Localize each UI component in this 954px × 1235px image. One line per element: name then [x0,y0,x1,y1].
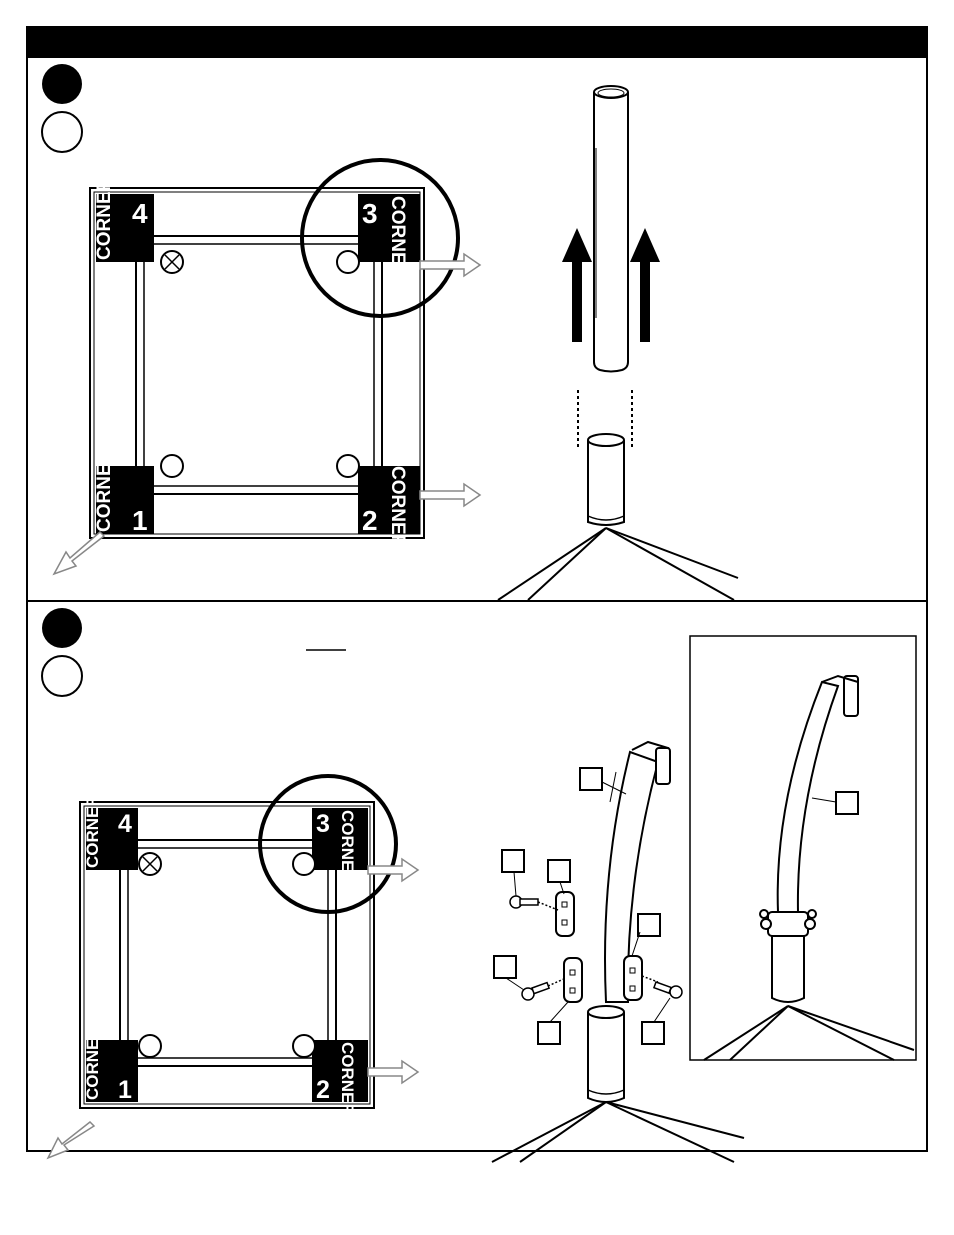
outline-arrow-icon [367,1059,420,1085]
hole-corner-2 [292,1034,316,1058]
corner-2-label: 2 CORNER [358,466,420,549]
base-plate-bevel [83,805,371,1105]
step-1-illustration: CORNER 4 3 CORNER CORNER 1 2 CORNER [41,64,739,601]
outline-arrow-icon [52,530,106,576]
corner-2-word: CORNER [387,466,408,549]
base-plate-bevel [93,191,421,535]
corner-3-number: 3 [316,810,330,838]
lift-arrow-icon [562,228,592,342]
curved-arm [604,740,671,1003]
corner-3-label: 3 CORNER [312,808,368,884]
corner-1-label: CORNER 1 [94,449,154,536]
step-bullet-open-icon [41,111,83,153]
corner-3-word: CORNER [387,196,408,279]
base-legs [491,1101,745,1163]
callout-boxes [493,767,665,1045]
hole-corner-3 [292,852,316,876]
outline-arrow-icon [419,252,482,278]
corner-3-number: 3 [362,198,378,229]
hole-corner-3 [336,250,360,274]
corner-4-number: 4 [132,198,148,229]
callout-box [579,767,603,791]
bolt-icon [521,977,567,1001]
bolt-icon [641,975,683,999]
leader-line [811,797,837,803]
upper-pole [593,85,629,373]
hole-corner-4-crossed [138,852,162,876]
callout-box [835,791,859,815]
outline-arrow-icon [367,857,420,883]
outline-arrow-icon [419,482,482,508]
step-bullet-filled-icon [42,608,82,648]
hole-corner-2 [336,454,360,478]
corner-2-number: 2 [316,1076,330,1104]
callout-box [493,955,517,979]
step-bullet-filled-icon [42,64,82,104]
corner-4-label: CORNER 4 [83,794,138,870]
callout-box [637,913,661,937]
instruction-frame: CORNER 4 3 CORNER CORNER 1 2 CORNER [26,26,928,1163]
corner-1-number: 1 [118,1076,132,1104]
bracket-icon [623,955,643,1001]
corner-1-word: CORNER [94,449,115,532]
assembled-inset-frame [689,635,917,1061]
step-2-panel: CORNER 4 3 CORNER CORNER 1 2 CORNER [28,602,926,1163]
callout-box [547,859,571,883]
corner-3-word: CORNER [338,810,357,884]
hole-corner-1 [160,454,184,478]
callout-box [537,1021,561,1045]
base-legs [497,527,739,601]
base-plate-inner-edge [127,847,329,1059]
base-stub [587,433,625,526]
corner-2-word: CORNER [338,1042,357,1116]
step-bullet-open-icon [41,655,83,697]
step-2-illustration: CORNER 4 3 CORNER CORNER 1 2 CORNER [41,608,917,1163]
corner-4-word: CORNER [83,794,102,868]
hole-corner-1 [138,1034,162,1058]
corner-4-number: 4 [118,810,132,838]
step-1-panel: CORNER 4 3 CORNER CORNER 1 2 CORNER [28,58,926,602]
callout-box [641,1021,665,1045]
corner-1-label: CORNER 1 [83,1026,138,1104]
base-plate-inner [135,235,383,495]
sleeve [587,1005,625,1103]
corner-1-number: 1 [132,505,148,536]
corner-3-label: 3 CORNER [358,194,420,279]
corner-1-word: CORNER [83,1026,102,1100]
bracket-icon [563,957,583,1003]
bracket-icon [555,891,575,937]
lift-arrow-icon [630,228,660,342]
assembled-sleeve [759,909,817,1003]
corner-2-label: 2 CORNER [312,1040,368,1116]
bolt-icon [509,895,559,911]
callout-box [501,849,525,873]
header-bar [28,28,926,58]
corner-3-highlight-ring [300,158,460,318]
corner-4-word: CORNER [94,177,115,260]
corner-3-highlight-ring [258,774,398,914]
base-plate-inner [119,839,337,1067]
base-plate-inner-edge [143,243,375,487]
corner-2-number: 2 [362,505,378,536]
assembled-legs [703,1005,915,1061]
leader-lines [505,781,671,1023]
hole-corner-4-crossed [160,250,184,274]
outline-arrow-icon [46,1120,96,1160]
corner-4-label: CORNER 4 [94,177,154,262]
